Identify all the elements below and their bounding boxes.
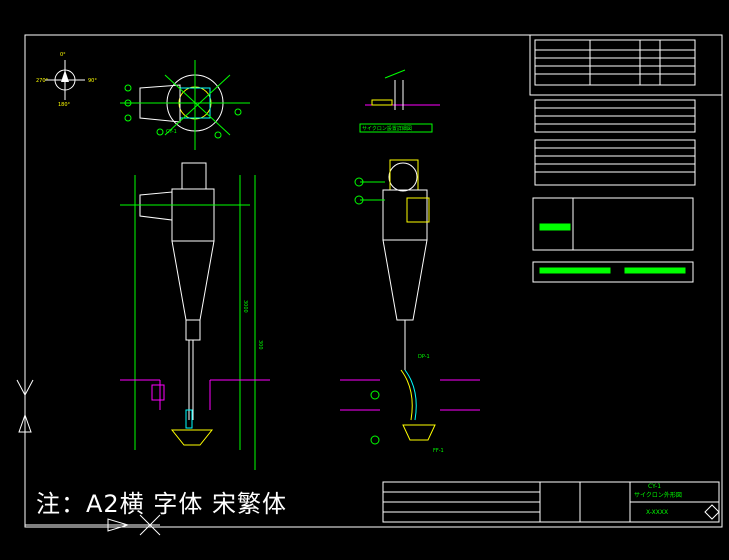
side-tag: FF-1 bbox=[433, 448, 444, 454]
compass-icon: 0° 90° 180° 270° bbox=[36, 52, 97, 108]
top-plan-view: CY-1 bbox=[120, 60, 250, 150]
detail-caption: サイクロン設置詳細図 bbox=[362, 125, 412, 132]
front-dim-300: 300 bbox=[257, 340, 263, 350]
title-block: CY-1 サイクロン外形図 X-XXXX bbox=[382, 481, 720, 523]
font-note: 注：A2横 字体 宋繁体 bbox=[36, 490, 287, 518]
front-dim-3000: 3000 bbox=[242, 300, 248, 313]
flap-tag: DP-1 bbox=[418, 354, 430, 360]
side-elevation-view: DP-1 FF-1 bbox=[340, 159, 480, 454]
title-tag: CY-1 bbox=[648, 483, 661, 490]
sheet-frame bbox=[24, 34, 723, 528]
compass-270-label: 270° bbox=[36, 78, 49, 84]
ucs-axis-icon bbox=[16, 379, 161, 536]
installation-detail-view: サイクロン設置詳細図 bbox=[359, 69, 440, 133]
compass-180-label: 180° bbox=[58, 102, 71, 108]
drawing-number: X-XXXX bbox=[646, 509, 668, 516]
title-name: サイクロン外形図 bbox=[634, 491, 682, 499]
compass-90-label: 90° bbox=[88, 78, 97, 84]
compass-0-label: 0° bbox=[60, 52, 66, 58]
front-elevation-view: 300 3000 bbox=[120, 162, 270, 470]
parts-tables bbox=[532, 39, 696, 283]
plan-view-tag: CY-1 bbox=[166, 129, 177, 135]
